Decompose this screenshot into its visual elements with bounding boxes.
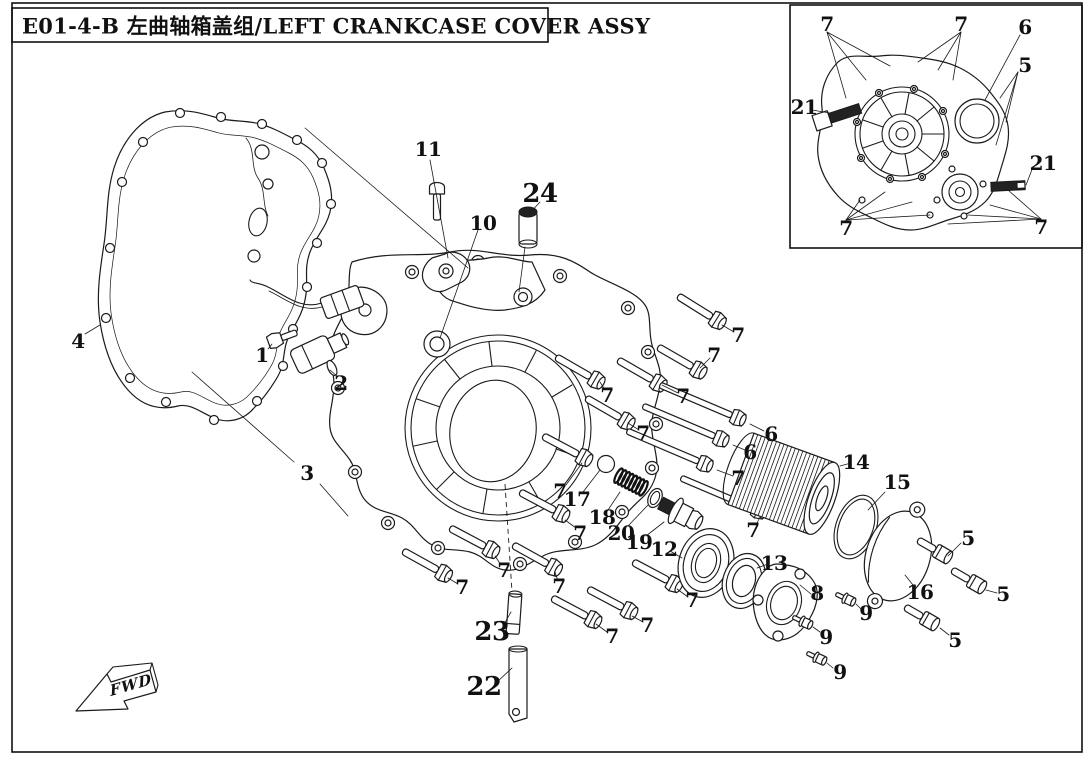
callout-18-31: 18 [589, 505, 616, 529]
callout-20-32: 20 [608, 521, 635, 545]
callout-7-8: 7 [707, 343, 720, 367]
callout-5-45: 5 [1018, 53, 1031, 77]
inset-sensor-21-right [990, 180, 1026, 192]
callout-8-36: 8 [810, 581, 823, 605]
callout-7-16: 7 [552, 574, 565, 598]
callout-13-35: 13 [761, 551, 788, 575]
breather-24 [518, 206, 538, 249]
callout-9-39: 9 [833, 660, 846, 684]
callout-7-7: 7 [731, 323, 744, 347]
callout-5-29: 5 [948, 628, 961, 652]
leader-lines [84, 127, 998, 683]
filter-cover-16 [863, 501, 933, 610]
inset-leader-lines [811, 31, 1042, 225]
callout-11-4: 11 [415, 137, 442, 161]
alignment-dashed-line [504, 483, 513, 593]
oring-20 [647, 487, 663, 509]
callout-19-33: 19 [626, 530, 653, 554]
callout-4-0: 4 [71, 329, 85, 353]
callout-15-25: 15 [884, 470, 911, 494]
bolt-11 [428, 181, 446, 221]
callout-7-20: 7 [731, 466, 744, 490]
bracket-10 [421, 251, 471, 293]
callout-7-42: 7 [820, 12, 833, 36]
callout-21-46: 21 [791, 95, 818, 119]
callout-1-1: 1 [255, 343, 268, 367]
callout-16-26: 16 [907, 580, 934, 604]
inset-assembled-view [789, 4, 1083, 249]
callout-7-14: 7 [497, 558, 510, 582]
callout-7-18: 7 [640, 613, 653, 637]
fwd-arrow: FWD [75, 662, 159, 712]
callout-17-30: 17 [564, 487, 591, 511]
callout-7-9: 7 [676, 384, 689, 408]
inset-bolt-dots [852, 84, 987, 220]
callout-7-10: 7 [600, 383, 613, 407]
bolt-1 [265, 329, 298, 349]
callout-7-48: 7 [839, 216, 852, 240]
oil-filter-14 [722, 432, 841, 535]
ball-17 [596, 454, 616, 474]
page-title: E01-4-B 左曲轴箱盖组/LEFT CRANKCASE COVER ASSY [22, 14, 651, 39]
callout-6-22: 6 [764, 422, 777, 446]
callout-7-43: 7 [954, 12, 967, 36]
callout-7-21: 7 [746, 518, 759, 542]
dowel-23 [505, 590, 523, 635]
plug-19 [656, 496, 704, 530]
callout-5-28: 5 [996, 582, 1009, 606]
callout-24-6: 24 [522, 179, 558, 209]
cover-ribs [413, 341, 580, 514]
callout-12-34: 12 [651, 537, 678, 561]
gasket-part-4 [97, 107, 337, 426]
spring-18 [613, 467, 649, 497]
callout-7-12: 7 [553, 479, 566, 503]
callout-23-40: 23 [474, 617, 509, 647]
callout-7-19: 7 [685, 588, 698, 612]
callout-7-11: 7 [636, 421, 649, 445]
callout-5-27: 5 [961, 526, 974, 550]
callout-7-13: 7 [573, 521, 586, 545]
callout-2-2: 2 [334, 371, 347, 395]
callout-10-5: 10 [470, 211, 497, 235]
callout-6-23: 6 [743, 440, 756, 464]
inset-sensor-21-left [811, 103, 863, 132]
crankcase-cover-part-3 [328, 249, 664, 572]
plate-8 [752, 563, 818, 642]
sensor-oring [326, 359, 338, 377]
callout-21-47: 21 [1030, 151, 1057, 175]
title-box [11, 7, 549, 43]
page-border [11, 2, 1083, 753]
callout-22-41: 22 [466, 672, 501, 702]
callout-3-3: 3 [300, 461, 313, 485]
callout-14-24: 14 [843, 450, 870, 474]
tube-22 [508, 645, 528, 723]
callout-7-15: 7 [455, 575, 468, 599]
callout-7-17: 7 [605, 624, 618, 648]
callout-9-37: 9 [859, 601, 872, 625]
cover-bosses [330, 254, 664, 572]
callout-9-38: 9 [819, 625, 832, 649]
inset-box [789, 4, 1083, 249]
inset-ribs [862, 92, 945, 176]
callout-6-44: 6 [1018, 15, 1031, 39]
callout-7-49: 7 [1034, 215, 1047, 239]
gasket-bolt-holes [100, 107, 337, 426]
sensor-part-2 [249, 279, 365, 377]
